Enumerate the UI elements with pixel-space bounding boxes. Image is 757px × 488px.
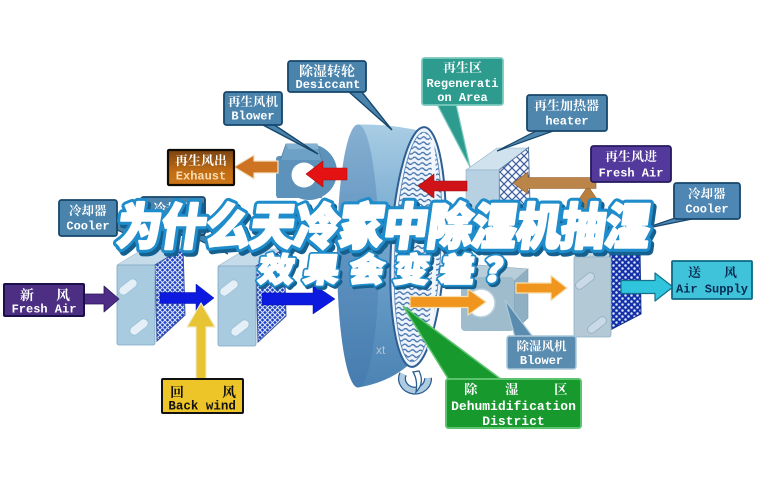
svg-text:District: District [482,414,544,429]
svg-text:Exhaust: Exhaust [176,170,226,184]
svg-text:Cooler: Cooler [66,220,109,234]
svg-text:Dehumidification: Dehumidification [451,399,576,414]
svg-text:Blower: Blower [520,354,563,368]
svg-text:Regenerati: Regenerati [427,77,499,91]
svg-text:xt: xt [376,343,386,357]
svg-text:heater: heater [545,115,588,129]
svg-text:Fresh Air: Fresh Air [599,167,664,181]
svg-text:Air Supply: Air Supply [676,283,748,297]
svg-text:on Area: on Area [437,91,487,105]
svg-text:Fresh Air: Fresh Air [12,303,77,317]
svg-text:Blower: Blower [231,110,274,124]
svg-text:Desiccant: Desiccant [296,78,361,92]
svg-text:Back wind: Back wind [168,400,236,414]
svg-text:Cooler: Cooler [685,203,728,217]
